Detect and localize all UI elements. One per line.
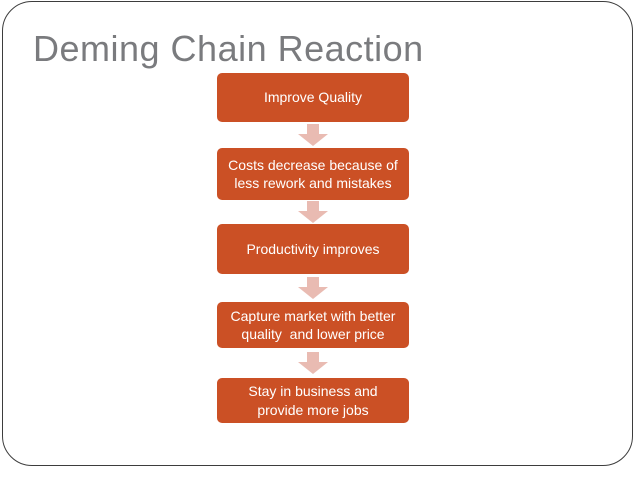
down-block-arrow-icon <box>298 352 328 374</box>
down-block-arrow-icon <box>298 277 328 299</box>
arrow-gap <box>298 274 328 302</box>
flow-box-label: Costs decrease because of less rework an… <box>228 156 398 191</box>
flow-box-stay-in-business: Stay in business and provide more jobs <box>217 378 409 423</box>
slide-border <box>2 1 633 466</box>
flow-box-label: Capture market with better quality and l… <box>230 307 396 342</box>
page-title: Deming Chain Reaction <box>33 28 424 69</box>
flow-box-label: Productivity improves <box>246 240 380 257</box>
arrow-gap <box>298 200 328 224</box>
flow-box-capture-market: Capture market with better quality and l… <box>217 302 409 348</box>
flow-box-label: Improve Quality <box>263 89 363 106</box>
flow-box-improve-quality: Improve Quality <box>217 73 409 122</box>
flow-box-label: Stay in business and provide more jobs <box>248 383 378 418</box>
arrow-gap <box>298 348 328 378</box>
arrow-gap <box>298 122 328 148</box>
flow-box-costs-decrease: Costs decrease because of less rework an… <box>217 148 409 200</box>
flow-box-productivity-improves: Productivity improves <box>217 224 409 274</box>
down-block-arrow-icon <box>298 124 328 146</box>
flow-diagram: Improve Quality Costs decrease because o… <box>217 73 409 423</box>
down-block-arrow-icon <box>298 201 328 223</box>
